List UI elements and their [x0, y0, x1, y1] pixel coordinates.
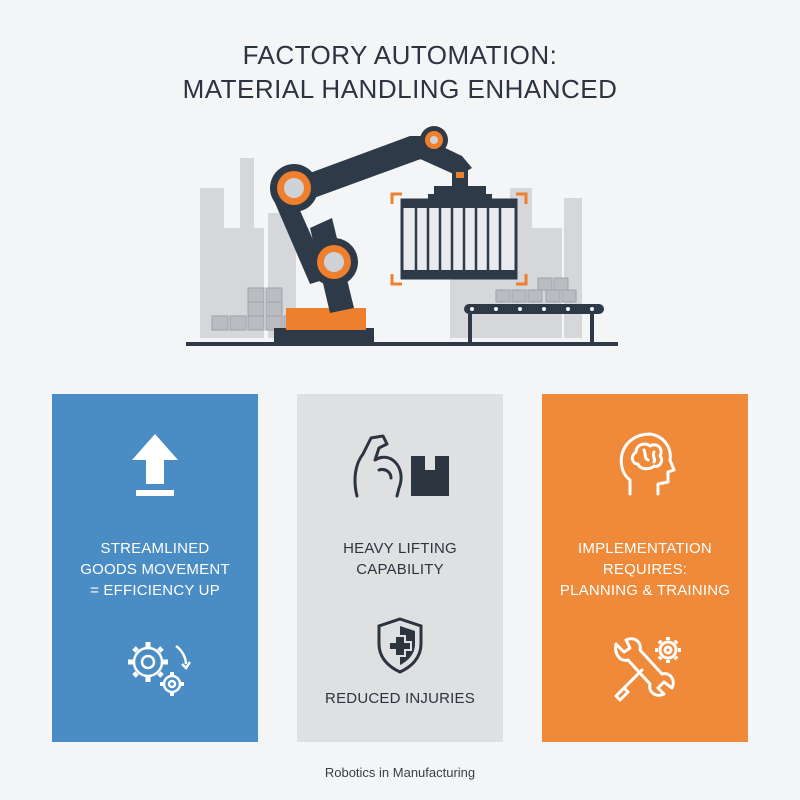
- head-brain-icon: [619, 432, 676, 496]
- heavy-lifting-card: HEAVY LIFTING CAPABILITY REDUCED INJURIE…: [297, 394, 503, 742]
- implementation-line-3: PLANNING & TRAINING: [559, 582, 731, 599]
- heavy-lifting-text: HEAVY LIFTING CAPABILITY: [305, 538, 495, 580]
- footer-caption: Robotics in Manufacturing: [324, 765, 476, 780]
- conveyor-belt: [464, 304, 604, 344]
- title-line-1: FACTORY AUTOMATION:: [242, 40, 558, 70]
- implementation-line-2: REQUIRES:: [602, 561, 688, 578]
- reduced-injuries-label: REDUCED INJURIES: [325, 690, 475, 707]
- robot-arm: [270, 126, 492, 313]
- gears-icon: [128, 642, 192, 696]
- flexed-arm-box-icon: [353, 434, 449, 498]
- robot-base: [274, 308, 374, 344]
- implementation-line-1: IMPLEMENTATION: [578, 540, 712, 557]
- wrench-gear-icon: [614, 637, 681, 702]
- ground-line: [186, 342, 618, 346]
- implementation-text: IMPLEMENTATION REQUIRES: PLANNING & TRAI…: [550, 538, 740, 601]
- heavy-lifting-line-1: HEAVY LIFTING: [343, 540, 457, 557]
- cargo-container: [390, 192, 528, 286]
- efficiency-text: STREAMLINED GOODS MOVEMENT = EFFICIENCY …: [60, 538, 250, 601]
- robotic-arm-illustration: [186, 126, 618, 346]
- box-stack-right: [495, 277, 577, 303]
- shield-cross-icon: [377, 617, 423, 674]
- implementation-card: IMPLEMENTATION REQUIRES: PLANNING & TRAI…: [542, 394, 748, 742]
- page-title: FACTORY AUTOMATION: MATERIAL HANDLING EN…: [0, 38, 800, 106]
- heavy-lifting-line-2: CAPABILITY: [356, 561, 444, 578]
- title-line-2: MATERIAL HANDLING ENHANCED: [182, 74, 618, 104]
- efficiency-line-1: STREAMLINED: [100, 540, 210, 557]
- efficiency-card: STREAMLINED GOODS MOVEMENT = EFFICIENCY …: [52, 394, 258, 742]
- efficiency-line-3: = EFFICIENCY UP: [90, 582, 220, 599]
- efficiency-line-2: GOODS MOVEMENT: [80, 561, 230, 578]
- arrow-up-icon: [132, 434, 178, 496]
